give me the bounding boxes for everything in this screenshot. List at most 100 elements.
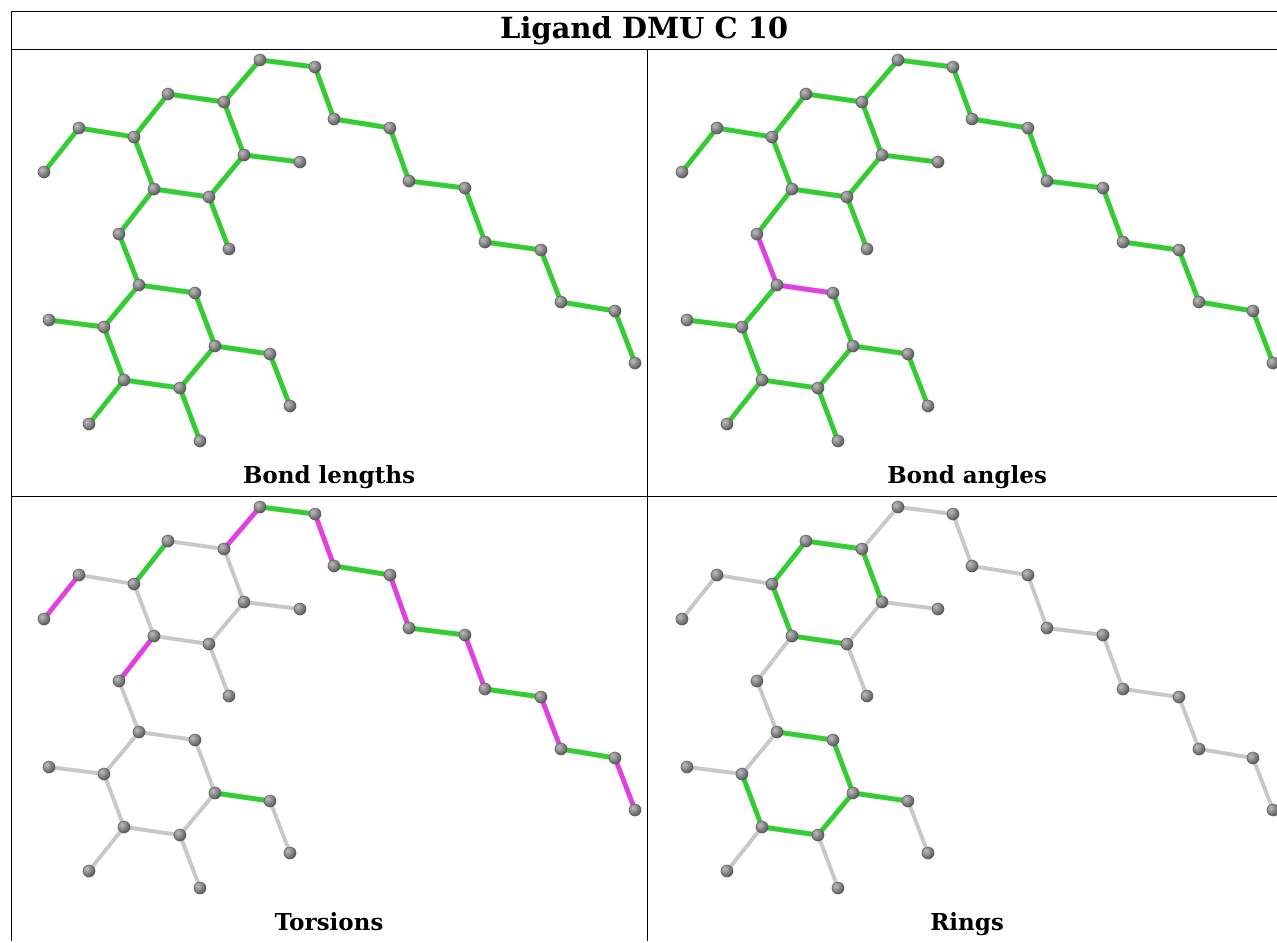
bond-15-16: [844, 194, 870, 252]
bond-11-12: [803, 538, 865, 552]
atom-22: [132, 725, 146, 739]
bond-8-9: [1196, 299, 1256, 314]
column-divider: [647, 49, 648, 941]
atom-28: [193, 434, 207, 448]
atom-30: [82, 417, 96, 431]
atom-23: [826, 286, 840, 300]
atom-32: [42, 760, 56, 774]
bond-15-16: [845, 642, 869, 698]
bond-1-2: [312, 511, 337, 569]
atom-5: [1096, 628, 1110, 642]
bond-1-2: [312, 64, 337, 122]
bond-6-7: [482, 239, 544, 253]
atom-29: [755, 820, 769, 834]
bond-18-11: [131, 91, 171, 140]
bond-1-2: [950, 64, 975, 122]
bond-19-20: [41, 125, 82, 175]
bond-0-1: [257, 57, 318, 70]
bond-2-3: [331, 563, 393, 578]
bond-23-24: [830, 737, 856, 796]
bond-31-22: [102, 730, 141, 776]
atom-1: [308, 60, 322, 74]
bond-9-10: [612, 308, 638, 366]
bond-4-5: [406, 625, 468, 638]
atom-19: [72, 568, 86, 582]
bond-4-5: [1045, 626, 1105, 637]
panel-bond-angles: Bond angles: [649, 50, 1277, 496]
bond-4-5: [1044, 178, 1106, 191]
atom-3: [383, 121, 397, 135]
bond-13-14: [242, 600, 302, 611]
bond-22-23: [137, 730, 197, 742]
bond-23-24: [193, 738, 217, 795]
bond-27-29: [759, 377, 821, 391]
bond-0-1: [257, 504, 318, 517]
atom-19: [72, 121, 86, 135]
bond-29-30: [87, 825, 126, 873]
molecule-bond-lengths: [37, 53, 642, 448]
atom-25: [263, 347, 277, 361]
bond-2-3: [970, 564, 1030, 577]
atom-26: [921, 399, 935, 413]
bond-7-8: [538, 247, 564, 305]
atom-11: [799, 534, 813, 548]
bond-13-14: [879, 152, 941, 165]
bond-15-16: [207, 642, 231, 698]
bond-27-28: [816, 833, 840, 890]
atom-3: [1021, 568, 1035, 582]
caption-rings: Rings: [930, 909, 1004, 936]
bond-6-7: [482, 686, 544, 700]
atom-5: [458, 628, 472, 642]
bond-31-22: [740, 730, 779, 776]
atom-2: [327, 559, 341, 573]
bond-17-21: [116, 186, 157, 237]
atom-21: [750, 227, 764, 241]
bond-29-30: [725, 825, 764, 873]
figure-frame: Ligand DMU C 10 Bond lengths Bond angles…: [11, 11, 1277, 941]
bond-7-8: [538, 694, 564, 752]
atom-13: [875, 595, 889, 609]
atom-29: [117, 373, 131, 387]
bond-13-15: [206, 152, 247, 200]
bond-12-13: [222, 547, 246, 604]
molecule-bond-angles: [675, 53, 1277, 448]
bond-12-13: [221, 99, 247, 158]
bond-11-12: [803, 91, 865, 105]
bond-19-20: [41, 572, 82, 622]
bond-21-22: [755, 679, 779, 734]
bond-13-15: [845, 600, 884, 646]
bond-13-14: [241, 152, 303, 165]
bond-13-14: [880, 600, 940, 611]
atom-15: [840, 190, 854, 204]
border-left: [11, 11, 12, 941]
bond-31-22: [101, 282, 142, 330]
bond-4-5: [406, 178, 468, 191]
atom-23: [188, 733, 202, 747]
atom-30: [720, 864, 734, 878]
atom-32: [680, 760, 694, 774]
atom-0: [253, 53, 267, 67]
atom-6: [478, 235, 492, 249]
atom-6: [1116, 235, 1130, 249]
atom-8: [1192, 742, 1206, 756]
bond-29-30: [724, 377, 765, 427]
atom-18: [765, 130, 779, 144]
bond-17-18: [132, 582, 156, 638]
atom-12: [855, 542, 869, 556]
atom-25: [901, 794, 915, 808]
atom-14: [293, 155, 307, 169]
bond-11-12: [165, 91, 227, 105]
bond-25-26: [267, 351, 293, 409]
atom-8: [554, 742, 568, 756]
bond-15-17: [152, 634, 211, 646]
row-divider: [11, 496, 1277, 497]
atom-13: [237, 595, 251, 609]
atom-26: [921, 846, 935, 860]
atom-28: [193, 881, 207, 895]
bond-24-27: [178, 791, 217, 837]
atom-14: [931, 155, 945, 169]
bond-11-12: [166, 539, 226, 551]
atom-3: [383, 568, 397, 582]
atom-7: [534, 243, 548, 257]
bond-27-28: [815, 385, 841, 444]
